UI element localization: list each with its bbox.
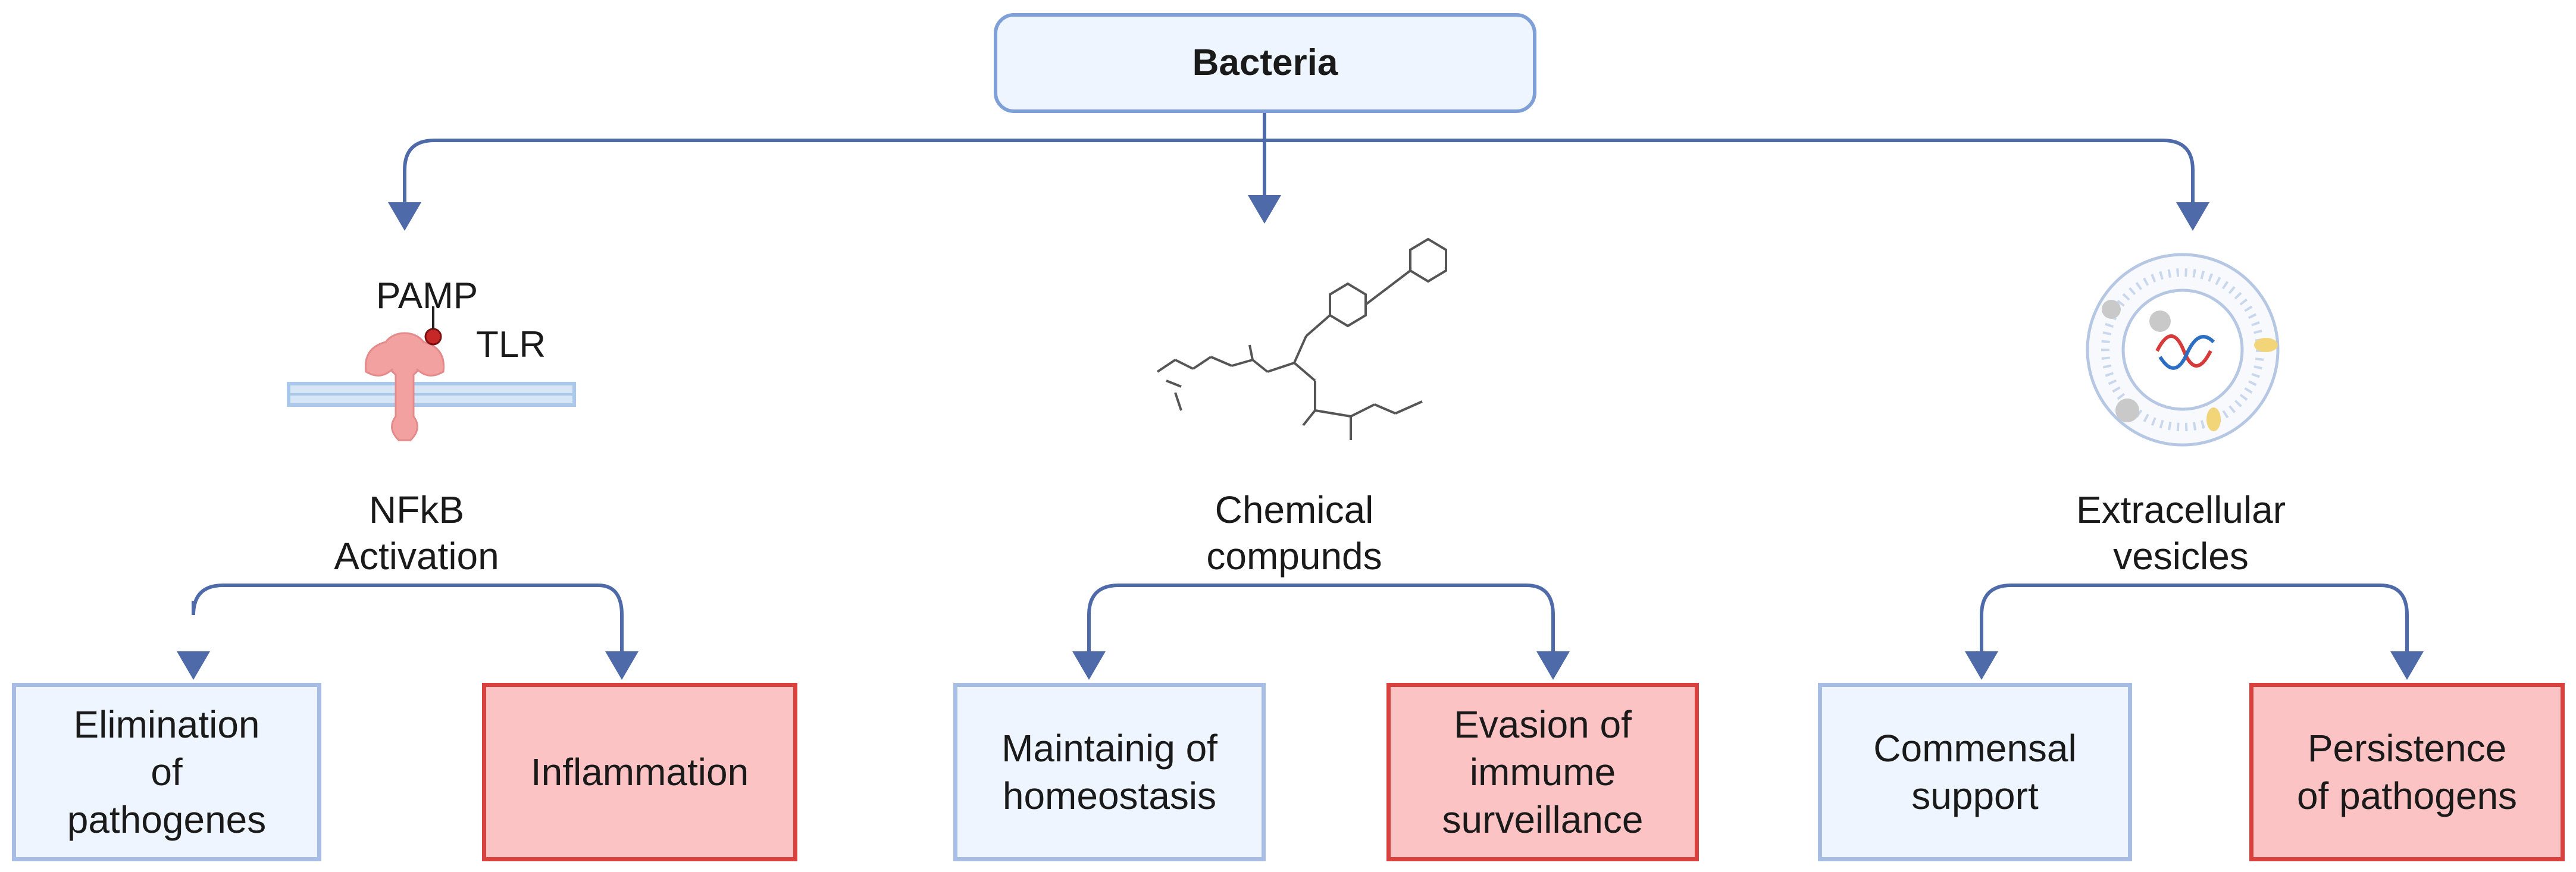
branch-label-chemical: Chemical compunds <box>1206 488 1382 578</box>
arrow-to-elimination <box>177 651 210 680</box>
arrow-to-nfkb <box>388 202 421 231</box>
branch-label-nfkb: NFkB Activation <box>334 488 499 578</box>
tlr-receptor-icon <box>287 306 576 441</box>
root-connector-right <box>1264 139 2195 202</box>
extracellular-vesicle-icon <box>2086 253 2280 447</box>
branch-label-vesicles: Extracellular vesicles <box>2076 488 2286 578</box>
arrow-to-commensal <box>1965 651 1998 680</box>
outcome-maintaining-homeostasis: Maintainig of homeostasis <box>953 683 1266 861</box>
arrow-to-homeostasis <box>1072 651 1106 680</box>
nfkb-split-connector <box>192 584 624 660</box>
outcome-inflammation: Inflammation <box>482 683 797 861</box>
outcome-evasion-of-immune-surveillance: Evasion of immume surveillance <box>1386 683 1699 861</box>
outcome-elimination-of-pathogenes: Elimination of pathogenes <box>12 683 321 861</box>
arrow-to-inflammation <box>605 651 638 680</box>
outcome-commensal-support: Commensal support <box>1818 683 2132 861</box>
tlr-label: TLR <box>476 324 546 365</box>
root-connector-left <box>403 139 1264 202</box>
root-node-bacteria: Bacteria <box>994 13 1536 113</box>
arrow-to-vesicles <box>2176 202 2209 231</box>
arrow-to-evasion <box>1536 651 1570 680</box>
arrow-to-chemical <box>1248 195 1281 224</box>
arrow-to-persistence <box>2390 651 2424 680</box>
chemical-structure-icon <box>1156 237 1447 440</box>
outcome-persistence-of-pathogens: Persistence of pathogens <box>2249 683 2565 861</box>
chemical-split-connector <box>1087 584 1555 660</box>
vesicles-split-connector <box>1980 584 2409 660</box>
pamp-label: PAMP <box>376 275 478 316</box>
